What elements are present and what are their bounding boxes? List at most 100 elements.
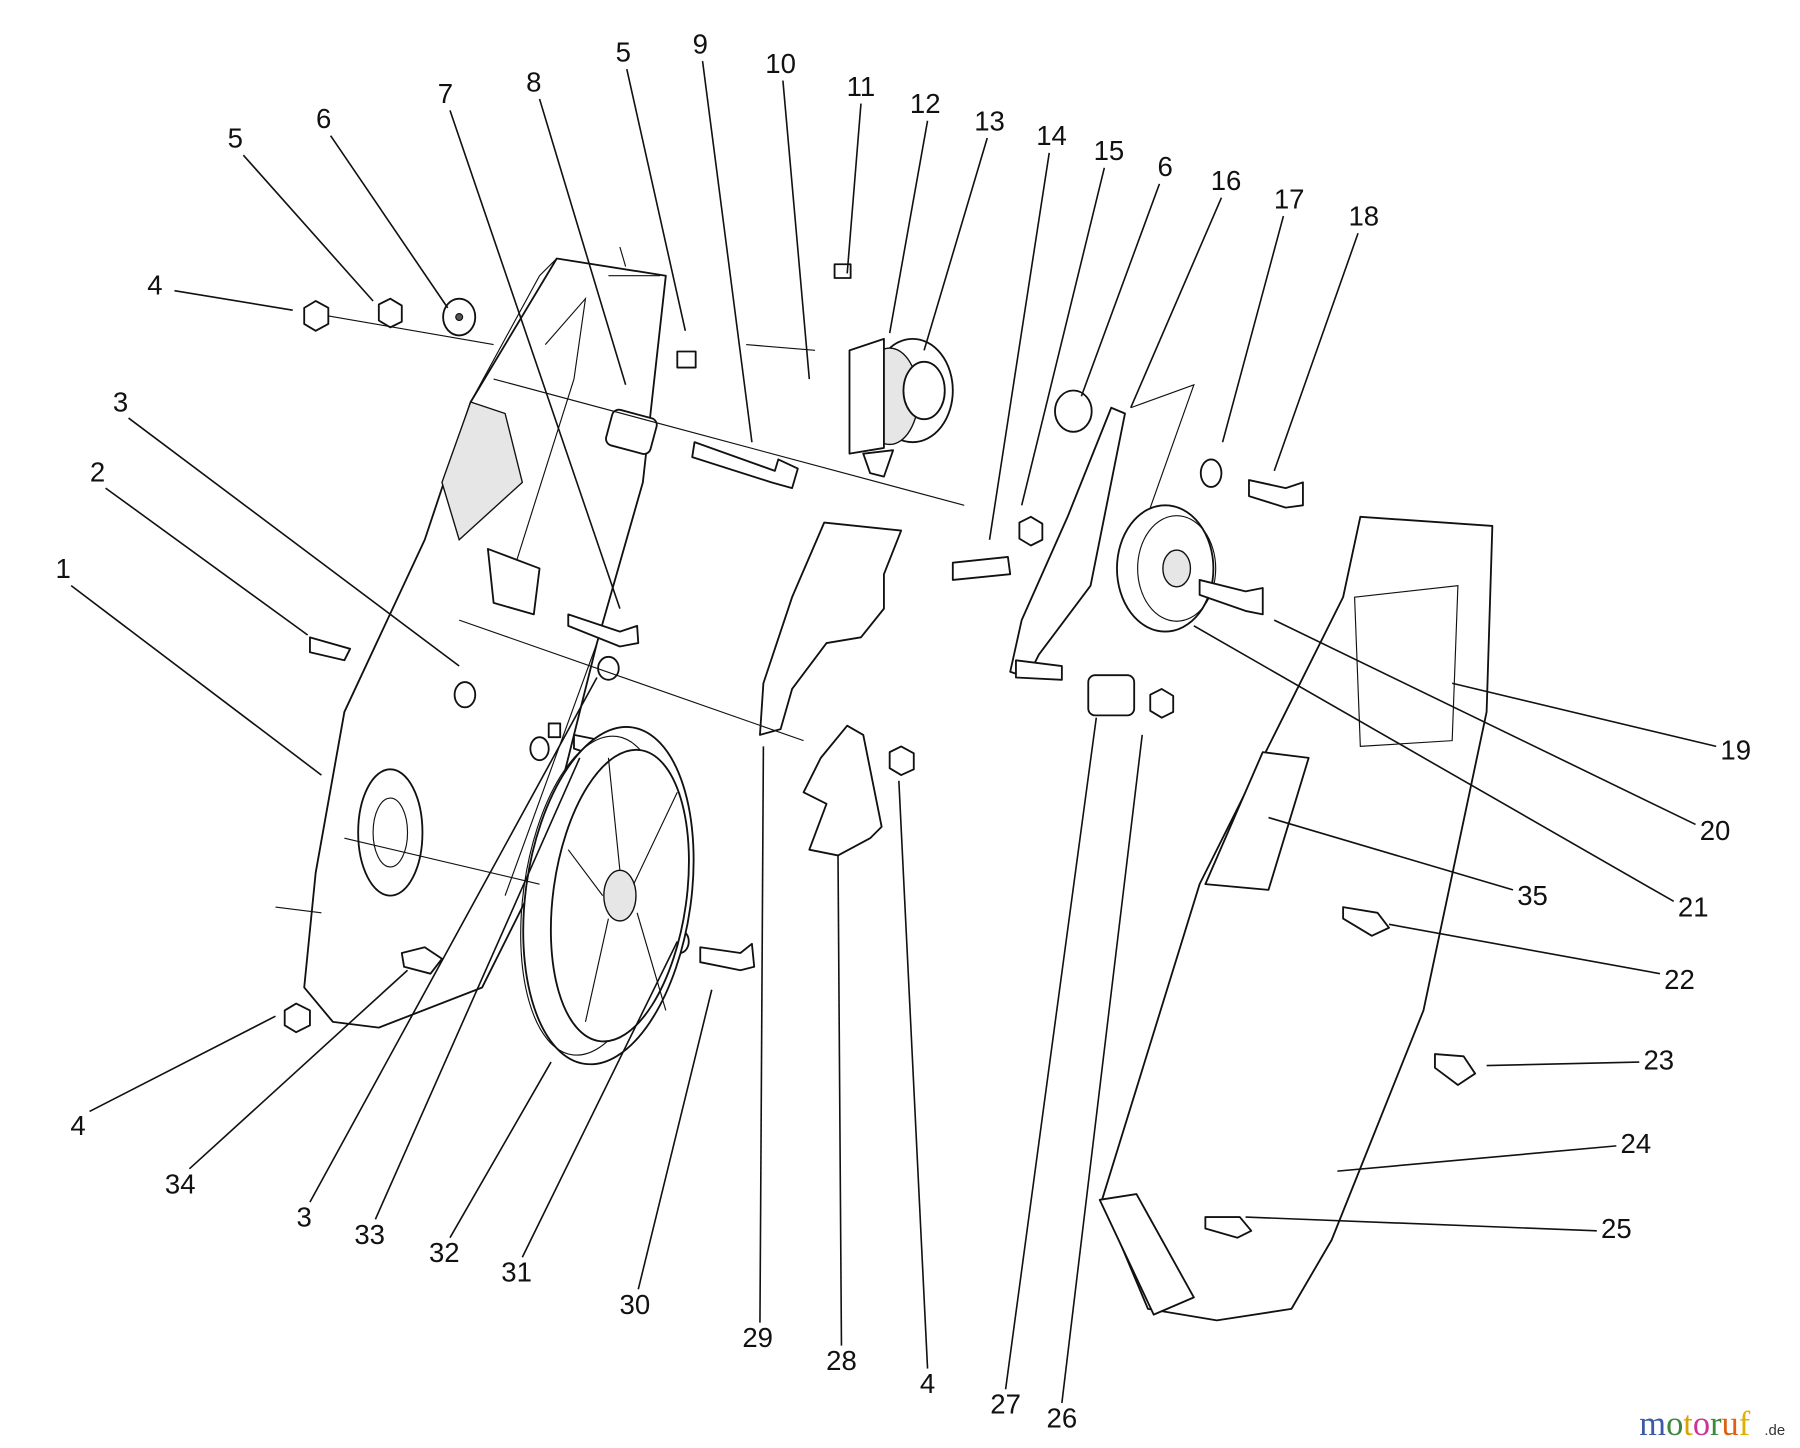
set-screw (547, 722, 562, 739)
leader-line-25 (1245, 1216, 1597, 1232)
leader-line-33 (374, 757, 581, 1220)
leader-line-32 (449, 1061, 552, 1239)
leader-line-26 (1061, 734, 1144, 1404)
leader-line-21 (1193, 625, 1675, 903)
leader-line-22 (1388, 923, 1661, 975)
leader-line-29 (759, 746, 765, 1323)
spring (951, 556, 1012, 581)
idler-bolts (1198, 479, 1304, 616)
callout-27: 27 (990, 1389, 1021, 1420)
bearing-inner (372, 797, 409, 868)
right-cover (1101, 515, 1494, 1322)
callout-4: 4 (920, 1368, 935, 1399)
callout-31: 31 (501, 1257, 532, 1288)
leader-line-14 (988, 152, 1051, 540)
leader-line-6 (329, 135, 449, 309)
leader-line-4 (174, 289, 293, 311)
callout-6: 6 (1158, 151, 1173, 182)
nut (1149, 688, 1175, 719)
watermark-letter: m (1639, 1405, 1666, 1443)
callout-5: 5 (228, 123, 243, 154)
leader-line-13 (923, 137, 989, 351)
leader-line-5 (626, 68, 687, 331)
callout-7: 7 (438, 78, 453, 109)
callout-12: 12 (910, 88, 941, 119)
leader-line-11 (846, 103, 862, 274)
leader-line-12 (888, 120, 929, 334)
callout-16: 16 (1211, 165, 1242, 196)
clutch-body (848, 337, 895, 478)
leader-line-15 (1020, 167, 1106, 506)
leader-line-27 (1004, 717, 1098, 1390)
small-washers (453, 656, 690, 954)
watermark-letter: f (1739, 1405, 1751, 1443)
callout-9: 9 (693, 28, 708, 59)
leader-line-19 (1451, 682, 1717, 748)
callout-5: 5 (616, 36, 631, 67)
leader-line-17 (1221, 215, 1285, 443)
idler-pulley-hub (1162, 549, 1192, 588)
idler-pulley-face (1137, 515, 1217, 622)
cover-screws (1204, 906, 1477, 1239)
watermark-letter: t (1683, 1405, 1693, 1443)
callout-18: 18 (1348, 201, 1379, 232)
leader-line-10 (782, 80, 811, 380)
leader-line-4 (89, 1015, 276, 1113)
leader-line-34 (188, 969, 409, 1170)
callout-26: 26 (1047, 1403, 1078, 1434)
callout-33: 33 (354, 1219, 385, 1250)
callout-1: 1 (55, 553, 70, 584)
callout-13: 13 (974, 105, 1005, 136)
shoulder-bolt (1015, 659, 1063, 681)
leader-line-16 (1130, 197, 1223, 409)
watermark-letter: r (1710, 1405, 1722, 1443)
callout-17: 17 (1274, 183, 1305, 214)
large-pulley-hub (603, 869, 637, 922)
parts-drawing (275, 246, 1494, 1322)
spacer (1087, 674, 1136, 717)
watermark-letter: o (1693, 1405, 1710, 1443)
callout-21: 21 (1678, 892, 1709, 923)
clutch-hub (902, 360, 946, 421)
bearing-outer (357, 768, 424, 897)
washer (1199, 458, 1223, 488)
set-screw (833, 263, 852, 279)
callout-24: 24 (1621, 1128, 1652, 1159)
bracket (802, 724, 883, 857)
leader-line-30 (637, 989, 713, 1290)
assembly-axis-lines (275, 315, 965, 914)
nut (888, 745, 915, 777)
callout-11: 11 (847, 71, 876, 102)
leader-line-8 (538, 98, 627, 386)
callout-10: 10 (765, 48, 796, 79)
housing-boss (441, 401, 524, 541)
callout-19: 19 (1720, 734, 1751, 765)
leader-line-35 (1268, 816, 1514, 891)
callout-8: 8 (526, 66, 541, 97)
leader-line-7 (449, 110, 621, 609)
leader-line-9 (701, 60, 753, 443)
callout-22: 22 (1664, 964, 1695, 995)
callout-4: 4 (147, 269, 162, 300)
callout-23: 23 (1643, 1044, 1674, 1075)
callout-20: 20 (1700, 815, 1731, 846)
leader-line-1 (70, 585, 322, 776)
callout-34: 34 (165, 1168, 196, 1199)
callout-15: 15 (1094, 135, 1125, 166)
cover-flange (1098, 1193, 1195, 1316)
washer (1054, 389, 1093, 433)
callout-leaders (70, 60, 1717, 1404)
callout-28: 28 (826, 1345, 857, 1376)
callout-3: 3 (113, 387, 128, 418)
callout-29: 29 (742, 1322, 773, 1353)
baffle (759, 521, 903, 736)
leader-line-20 (1273, 619, 1696, 826)
nut (283, 1002, 311, 1034)
callout-32: 32 (429, 1237, 460, 1268)
nut (303, 300, 330, 332)
callout-3: 3 (297, 1202, 312, 1233)
callout-35: 35 (1517, 880, 1548, 911)
leader-line-31 (521, 941, 679, 1258)
key (676, 350, 697, 369)
